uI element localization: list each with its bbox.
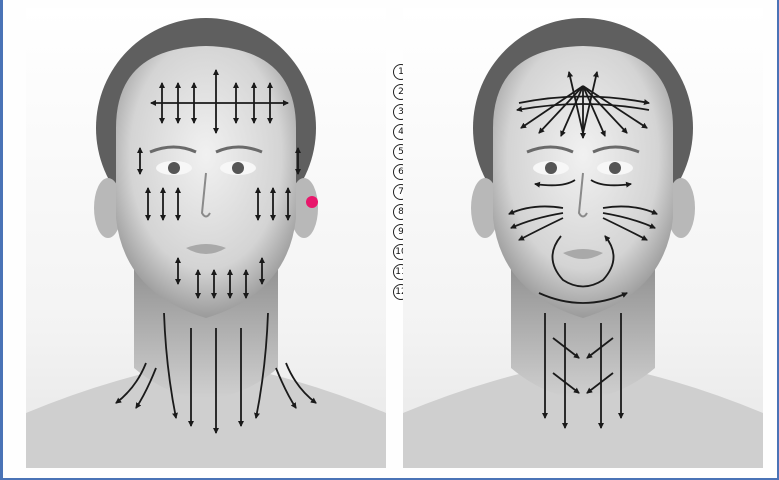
face-diagram-left [26, 8, 386, 468]
marker-dot [306, 196, 318, 208]
left-face-illustration [26, 8, 386, 468]
right-face-illustration [403, 8, 763, 468]
face-diagram-right [403, 8, 763, 468]
